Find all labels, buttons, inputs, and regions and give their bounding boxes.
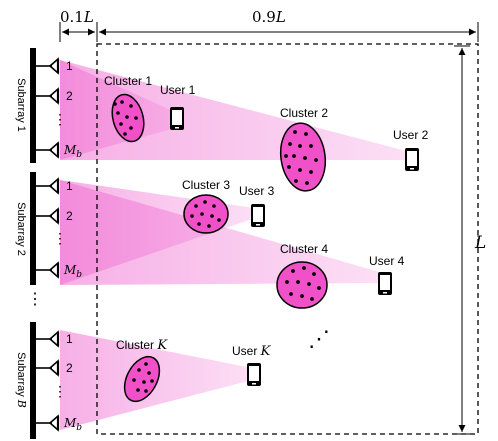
label-side-L: L — [474, 233, 486, 253]
top-dimension-markers — [59, 22, 479, 42]
antenna-icon — [36, 414, 60, 432]
antenna-icon — [36, 359, 60, 377]
user-4-label: User 4 — [369, 254, 405, 268]
label-0-9L: 0.9L — [252, 8, 286, 26]
antenna-label-second: 2 — [66, 89, 73, 103]
cluster-2-ellipse — [279, 122, 327, 192]
cluster-3 — [183, 194, 229, 234]
antenna-icon — [36, 261, 60, 279]
cluster-1-label: Cluster 1 — [104, 74, 152, 88]
subarray-1-bar — [30, 48, 36, 163]
subarray-ellipsis: ⋮ — [27, 289, 43, 308]
cluster-2 — [279, 122, 327, 192]
cluster-3-ellipse — [183, 194, 229, 234]
subarray-B-bar — [30, 322, 36, 439]
cluster-K-dots — [132, 362, 154, 393]
antenna-icon — [36, 207, 60, 225]
antenna-vdots: ⋮ — [53, 231, 67, 247]
user-1-phone-icon — [170, 107, 184, 130]
user-2-label: User 2 — [393, 128, 429, 142]
antenna-icon — [36, 57, 60, 75]
cluster-2-dots — [284, 130, 318, 185]
antenna-icon — [36, 87, 60, 105]
antenna-label-second: 2 — [66, 361, 73, 375]
antenna-icon — [36, 141, 60, 159]
user-K-label: User K — [232, 344, 272, 359]
cluster-K — [123, 355, 161, 403]
cluster-4-label: Cluster 4 — [280, 242, 328, 256]
antenna-label-first: 1 — [66, 179, 73, 193]
antenna-icon — [36, 177, 60, 195]
label-0-1L: 0.1L — [60, 8, 94, 26]
subarray-B-label: Subarray B — [15, 352, 28, 408]
antenna-label-first: 1 — [66, 332, 73, 346]
cluster-K-label: Cluster K — [116, 338, 168, 353]
beam-subarray2-to-user4 — [60, 180, 383, 285]
antenna-arrays — [30, 48, 36, 439]
antenna-label-last: Mb — [63, 263, 82, 280]
subarray-2-label: Subarray 2 — [15, 202, 27, 256]
antenna-label-last: Mb — [63, 143, 82, 160]
side-dimension-marker — [454, 45, 470, 435]
user-1-label: User 1 — [160, 83, 196, 97]
user-3-label: User 3 — [239, 184, 275, 198]
user-K-phone-icon — [247, 363, 261, 386]
cluster-1-dots — [113, 100, 138, 136]
cluster-2-label: Cluster 2 — [280, 106, 328, 120]
cluster-4-dots — [285, 266, 321, 301]
antenna-vdots: ⋮ — [53, 384, 67, 400]
antenna-label-last: Mb — [63, 416, 82, 433]
cluster-K-ellipse — [123, 355, 161, 403]
coverage-region — [96, 43, 479, 435]
cluster-3-dots — [190, 200, 221, 228]
antenna-label-first: 1 — [66, 59, 73, 73]
subarray-1-label: Subarray 1 — [15, 78, 27, 132]
user-4-phone-icon — [378, 272, 392, 295]
antenna-vdots: ⋮ — [53, 112, 67, 128]
user-3-phone-icon — [251, 204, 265, 227]
cluster-4-ellipse — [276, 261, 328, 309]
cluster-3-label: Cluster 3 — [182, 178, 230, 192]
more-clusters-ellipsis: ⋰ — [308, 327, 330, 352]
cluster-4 — [276, 261, 328, 309]
antenna-icon — [36, 330, 60, 348]
cluster-1 — [111, 93, 145, 143]
antenna-label-second: 2 — [66, 209, 73, 223]
user-2-phone-icon — [405, 148, 419, 171]
beam-subarray1-to-user2 — [60, 60, 410, 160]
subarray-2-bar — [30, 172, 36, 285]
